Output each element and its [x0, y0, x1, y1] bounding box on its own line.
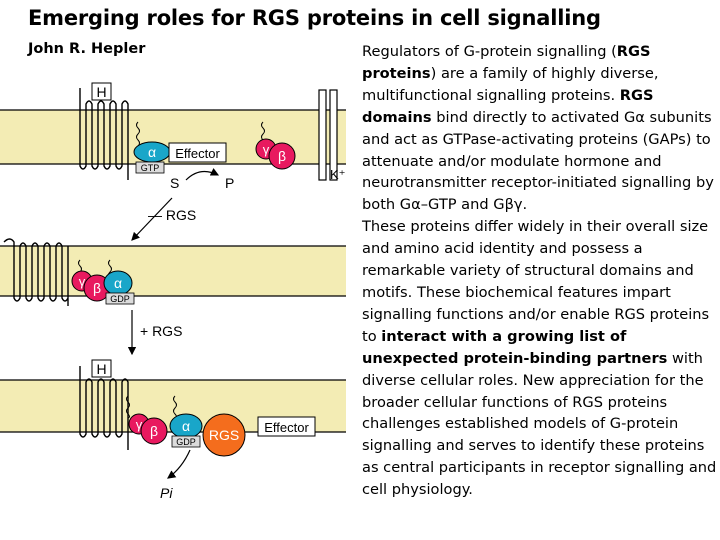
bold-phrase: RGS proteins [362, 43, 651, 82]
abstract-paragraph-1: Regulators of G-protein signalling (RGS … [362, 41, 720, 216]
text-run: with diverse cellular roles. New appreci… [362, 349, 717, 499]
hormone-label-bottom: H [96, 361, 106, 377]
potassium-channel [318, 89, 338, 181]
minus-rgs-arrow [131, 197, 173, 241]
text-run: bind directly to activated Gα subunits a… [362, 108, 714, 214]
rgs-mechanism-figure: H H K⁺ α GTP Effector S P γ β — RGS γ β … [0, 70, 360, 540]
phosphate-release-arrow [167, 449, 191, 479]
gamma-symbol-bottom: γ [136, 417, 143, 432]
plus-rgs-label: + RGS [140, 323, 182, 339]
hormone-label-top: H [96, 84, 106, 100]
abstract-paragraph-2: These proteins differ widely in their ov… [362, 216, 720, 501]
effector-label-top: Effector [175, 146, 220, 161]
g-beta-top [268, 142, 296, 170]
bold-phrase: interact with a growing list of unexpect… [362, 327, 668, 367]
receptor-middle [3, 238, 69, 306]
beta-symbol-middle: β [93, 280, 101, 296]
gdp-label-middle: GDP [110, 294, 130, 304]
hormone-box-top [91, 82, 112, 101]
gdp-label-bottom: GDP [176, 437, 196, 447]
gdp-badge-middle [105, 292, 135, 305]
text-run: These proteins differ widely in their ov… [362, 218, 710, 345]
receptor-top [79, 88, 129, 180]
gtp-label: GTP [141, 163, 160, 173]
membrane-middle [0, 246, 346, 296]
rgs-label: RGS [209, 427, 239, 443]
gamma-symbol-middle: γ [79, 274, 86, 289]
substrate-label: S [170, 175, 179, 191]
minus-rgs-label: — RGS [148, 207, 196, 223]
rgs-protein [202, 413, 246, 457]
author-name: John R. Hepler [28, 41, 146, 57]
alpha-symbol-middle: α [114, 275, 122, 291]
text-run: ) are a family of highly diverse, multif… [362, 64, 659, 104]
text-run: Regulators of G-protein signalling ( [362, 43, 617, 60]
gamma-symbol-top: γ [263, 142, 270, 157]
hormone-box-bottom [91, 359, 112, 378]
effector-box-bottom [257, 416, 316, 437]
effector-box-top [168, 142, 227, 163]
rgs-diagram: H H K⁺ α GTP Effector S P γ β — RGS γ β … [0, 82, 346, 501]
beta-symbol-top: β [278, 148, 286, 164]
alpha-symbol-bottom: α [182, 418, 190, 434]
phosphate-label: Pi [160, 485, 173, 501]
receptor-bottom [79, 366, 129, 450]
abstract-text: Regulators of G-protein signalling (RGS … [362, 41, 720, 501]
beta-symbol-bottom: β [150, 423, 158, 439]
gtp-badge [135, 161, 165, 174]
gdp-badge-bottom [171, 435, 201, 448]
g-beta-bottom [140, 417, 168, 445]
page-title: Emerging roles for RGS proteins in cell … [28, 6, 601, 30]
conversion-arrow [185, 168, 220, 181]
bold-phrase: RGS domains [362, 86, 654, 126]
potassium-label: K⁺ [330, 167, 346, 182]
effector-label-bottom: Effector [264, 420, 309, 435]
product-label: P [225, 175, 234, 191]
alpha-symbol-top: α [148, 144, 156, 160]
